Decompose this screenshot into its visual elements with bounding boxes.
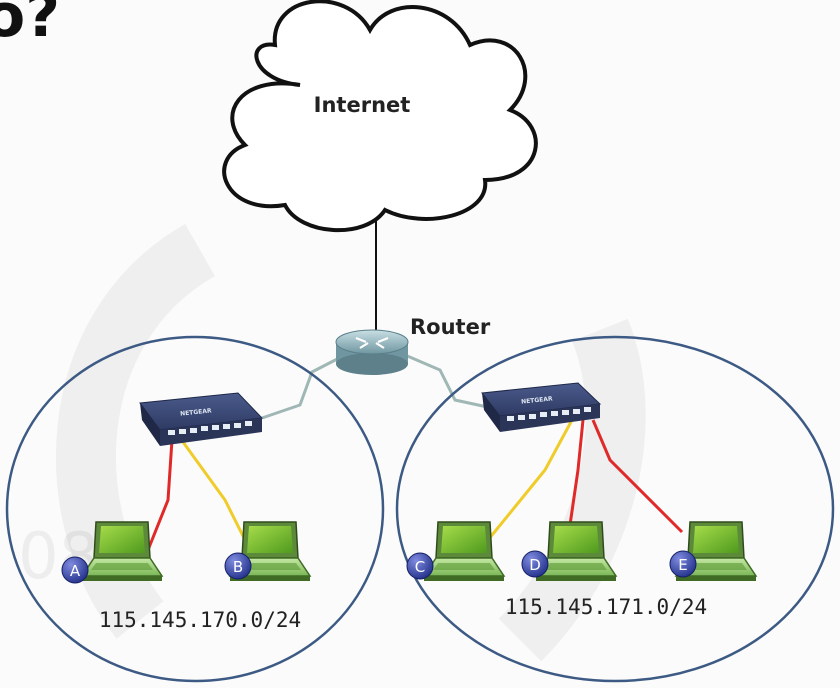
left-subnet-boundary <box>5 335 385 683</box>
cable-switch-to-host-d <box>568 419 585 526</box>
host-badge-b: B <box>224 552 252 580</box>
right-switch: NETGEAR <box>481 382 602 432</box>
router-left-switch-link <box>261 353 346 420</box>
cable-switch-to-host-b <box>181 441 247 541</box>
left-subnet-cidr: 115.145.170.0/24 <box>99 608 301 632</box>
host-badge-d: D <box>521 550 549 578</box>
host-badge-c-label: C <box>415 558 425 576</box>
left-switch: NETGEAR <box>139 392 264 446</box>
host-badge-a: A <box>61 556 89 584</box>
right-switch-brand: NETGEAR <box>521 395 553 405</box>
router-label: Router <box>410 315 491 339</box>
router-right-switch-link <box>404 353 493 410</box>
internet-cloud-shape <box>222 0 538 232</box>
host-badge-e-label: E <box>678 556 687 574</box>
right-subnet-cidr: 115.145.171.0/24 <box>505 595 707 619</box>
host-badge-e: E <box>669 550 697 578</box>
title-fragment: o? <box>0 0 60 51</box>
watermark-digits: 08 <box>18 520 99 594</box>
cable-switch-to-host-c <box>486 419 574 541</box>
left-switch-brand: NETGEAR <box>180 407 212 417</box>
cable-switch-to-host-a <box>146 439 174 551</box>
host-badge-c: C <box>406 552 434 580</box>
router-icon <box>335 329 409 375</box>
right-subnet-boundary <box>395 335 835 683</box>
internet-cloud-label: Internet <box>314 93 411 117</box>
host-badge-b-label: B <box>233 558 243 576</box>
host-badge-a-label: A <box>70 562 81 580</box>
host-badge-d-label: D <box>529 556 541 574</box>
cable-switch-to-host-e <box>591 419 684 534</box>
laptop-icon-host-c <box>423 521 505 582</box>
